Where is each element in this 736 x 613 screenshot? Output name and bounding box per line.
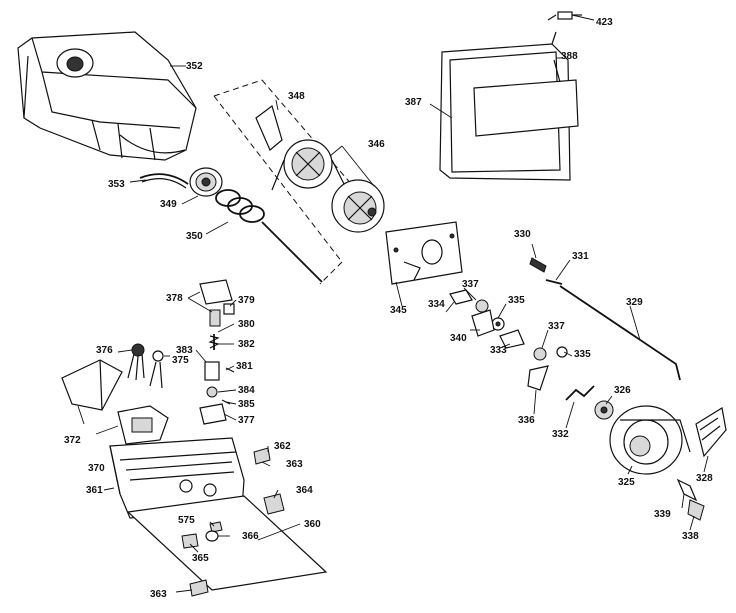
cutter-blade xyxy=(255,105,283,151)
part-label-336: 336 xyxy=(518,415,535,426)
part-label-350: 350 xyxy=(186,231,203,242)
part-label-331: 331 xyxy=(572,251,589,262)
switch-370 xyxy=(117,405,169,445)
auger-motor xyxy=(609,405,691,475)
pin-331 xyxy=(545,279,563,285)
part-label-352: 352 xyxy=(186,61,203,72)
part-label-325: 325 xyxy=(618,477,635,488)
part-label-328: 328 xyxy=(696,473,713,484)
part-label-338: 338 xyxy=(682,531,699,542)
bucket-clip-arc xyxy=(139,173,189,185)
part-label-365: 365 xyxy=(192,553,209,564)
part-label-423: 423 xyxy=(596,17,613,28)
part-label-372: 372 xyxy=(64,435,81,446)
bucket-drive-coupler xyxy=(189,167,223,197)
arm-336 xyxy=(527,365,549,391)
part-label-329: 329 xyxy=(626,297,643,308)
lever-333 xyxy=(499,329,525,349)
part-label-353: 353 xyxy=(108,179,125,190)
screw-339 xyxy=(676,478,698,502)
part-label-363-upper: 363 xyxy=(286,459,303,470)
clip-338 xyxy=(687,499,705,521)
part-label-377: 377 xyxy=(238,415,255,426)
base-plate xyxy=(126,495,328,591)
dispenser-door-assembly xyxy=(439,31,579,181)
actuator-rod xyxy=(559,285,681,381)
part-label-349: 349 xyxy=(160,199,177,210)
spring-330 xyxy=(529,257,547,273)
part-label-363-lower: 363 xyxy=(150,589,167,600)
part-label-362: 362 xyxy=(274,441,291,452)
plunger-383 xyxy=(204,361,220,381)
mounting-plate xyxy=(385,221,463,285)
part-label-379: 379 xyxy=(238,295,255,306)
leader-lines xyxy=(77,14,709,593)
part-label-383: 383 xyxy=(176,345,193,356)
part-label-575: 575 xyxy=(178,515,195,526)
part-label-339: 339 xyxy=(654,509,671,520)
part-label-337-upper: 337 xyxy=(462,279,479,290)
part-label-337-lower: 337 xyxy=(548,321,565,332)
part-label-334: 334 xyxy=(428,299,445,310)
lever-340 xyxy=(471,309,495,337)
crusher-rotors xyxy=(271,139,385,233)
part-label-335-lower: 335 xyxy=(574,349,591,360)
part-label-376: 376 xyxy=(96,345,113,356)
part-label-330: 330 xyxy=(514,229,531,240)
wire-harness xyxy=(127,343,164,389)
part-label-361: 361 xyxy=(86,485,103,496)
part-label-335-upper: 335 xyxy=(508,295,525,306)
part-label-348: 348 xyxy=(288,91,305,102)
part-label-360: 360 xyxy=(304,519,321,530)
ice-bucket xyxy=(17,31,197,161)
part-label-378: 378 xyxy=(166,293,183,304)
part-label-382: 382 xyxy=(238,339,255,350)
part-label-387: 387 xyxy=(405,97,422,108)
part-label-380: 380 xyxy=(238,319,255,330)
spring-332 xyxy=(565,385,595,401)
part-label-384: 384 xyxy=(238,385,255,396)
part-label-388: 388 xyxy=(561,51,578,62)
actuator-377 xyxy=(199,403,227,425)
cover-372 xyxy=(61,359,123,411)
auger-spring xyxy=(215,189,323,283)
part-label-375: 375 xyxy=(172,355,189,366)
drive-gear xyxy=(594,400,614,420)
part-label-333: 333 xyxy=(490,345,507,356)
part-label-346: 346 xyxy=(368,139,385,150)
lever-334 xyxy=(449,289,473,305)
motor-bracket xyxy=(695,407,727,458)
part-label-370: 370 xyxy=(88,463,105,474)
part-label-364: 364 xyxy=(296,485,313,496)
part-label-381: 381 xyxy=(236,361,253,372)
part-label-385: 385 xyxy=(238,399,255,410)
part-label-332: 332 xyxy=(552,429,569,440)
part-label-340: 340 xyxy=(450,333,467,344)
part-label-326: 326 xyxy=(614,385,631,396)
solenoid xyxy=(199,279,235,327)
part-label-345: 345 xyxy=(390,305,407,316)
part-label-366: 366 xyxy=(242,531,259,542)
